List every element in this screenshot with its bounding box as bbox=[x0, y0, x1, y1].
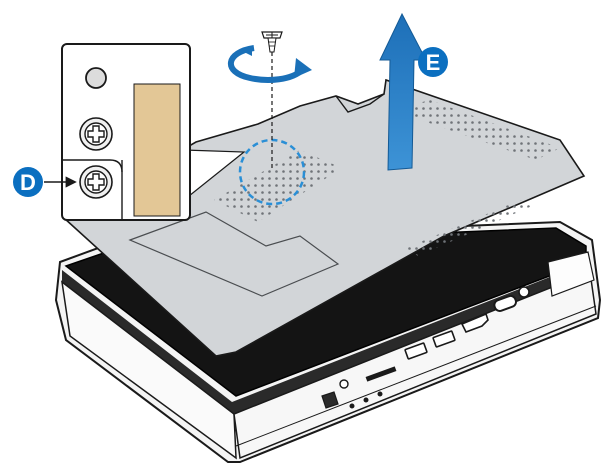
callout-d: D bbox=[13, 167, 77, 197]
cover-vents-right bbox=[406, 200, 532, 256]
ir-window bbox=[339, 379, 349, 389]
top-cover bbox=[62, 78, 586, 357]
chassis-base-line bbox=[235, 305, 597, 447]
inset-standoff bbox=[85, 67, 107, 89]
cover-notch bbox=[335, 93, 385, 113]
chassis-left-side bbox=[60, 280, 237, 460]
callout-d-letter: D bbox=[20, 170, 36, 195]
cover-inset-panel bbox=[128, 211, 340, 297]
inset-screw-lower bbox=[79, 165, 113, 199]
screw-icon bbox=[261, 31, 283, 53]
callout-e-letter: E bbox=[426, 50, 441, 75]
callout-e: E bbox=[418, 47, 448, 77]
hdmi-port bbox=[460, 312, 489, 334]
lift-arrow-icon bbox=[379, 12, 427, 171]
inset-label-pad bbox=[133, 83, 181, 217]
card-reader-slot bbox=[365, 366, 397, 382]
displayport bbox=[493, 294, 517, 312]
cover-vents-center bbox=[214, 150, 342, 222]
rotate-arrow-icon bbox=[227, 45, 312, 83]
chassis-rim bbox=[62, 262, 590, 414]
led-1 bbox=[349, 403, 355, 409]
cover-plate bbox=[62, 78, 586, 357]
usb-port-2 bbox=[432, 330, 456, 348]
audio-jack bbox=[518, 286, 530, 298]
usb-port-1 bbox=[404, 342, 428, 360]
power-button bbox=[321, 391, 339, 409]
detail-inset bbox=[61, 43, 191, 221]
led-3 bbox=[377, 391, 383, 397]
inset-divider-corner bbox=[62, 159, 123, 173]
front-ports bbox=[321, 286, 530, 409]
inset-screw-upper bbox=[79, 117, 113, 151]
led-2 bbox=[363, 397, 369, 403]
chassis-right-corner bbox=[547, 251, 595, 297]
cover-vents-top bbox=[392, 100, 560, 160]
